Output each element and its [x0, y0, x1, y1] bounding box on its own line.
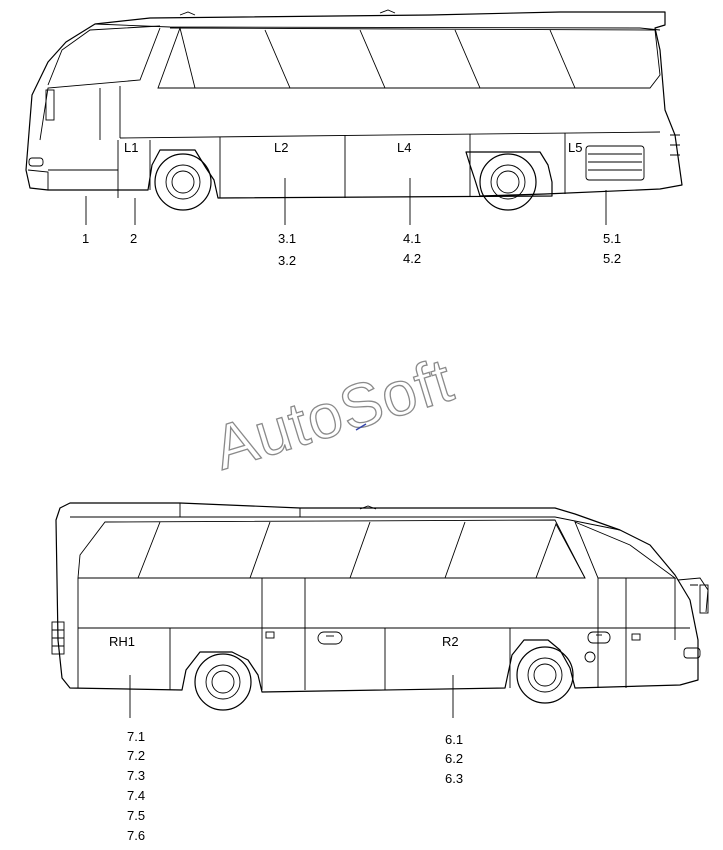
callout-7-6: 7.6	[127, 828, 145, 843]
callout-6-1: 6.1	[445, 732, 463, 747]
bus-right-side-view	[51, 502, 709, 718]
compartment-label-rh1: RH1	[109, 634, 135, 649]
bus-right-body-outline	[55, 502, 699, 693]
callout-7-5: 7.5	[127, 808, 145, 823]
compartment-label-l1: L1	[124, 140, 138, 155]
callout-2: 2	[130, 231, 137, 246]
callout-4-2: 4.2	[403, 251, 421, 266]
compartment-label-l5: L5	[568, 140, 582, 155]
callout-6-3: 6.3	[445, 771, 463, 786]
callout-5-1: 5.1	[603, 231, 621, 246]
callout-7-3: 7.3	[127, 768, 145, 783]
callout-7-4: 7.4	[127, 788, 145, 803]
bus-left-side-view	[25, 9, 683, 225]
callout-3-2: 3.2	[278, 253, 296, 268]
callout-5-2: 5.2	[603, 251, 621, 266]
callout-4-1: 4.1	[403, 231, 421, 246]
callout-7-1: 7.1	[127, 729, 145, 744]
callout-3-1: 3.1	[278, 231, 296, 246]
compartment-label-l2: L2	[274, 140, 288, 155]
callout-1: 1	[82, 231, 89, 246]
callout-7-2: 7.2	[127, 748, 145, 763]
callout-6-2: 6.2	[445, 751, 463, 766]
compartment-label-l4: L4	[397, 140, 411, 155]
compartment-label-r2: R2	[442, 634, 459, 649]
autosoft-watermark: AutoSoft	[206, 346, 461, 484]
bus-left-body-outline	[25, 11, 683, 199]
watermark-cursor-mark	[355, 423, 367, 431]
